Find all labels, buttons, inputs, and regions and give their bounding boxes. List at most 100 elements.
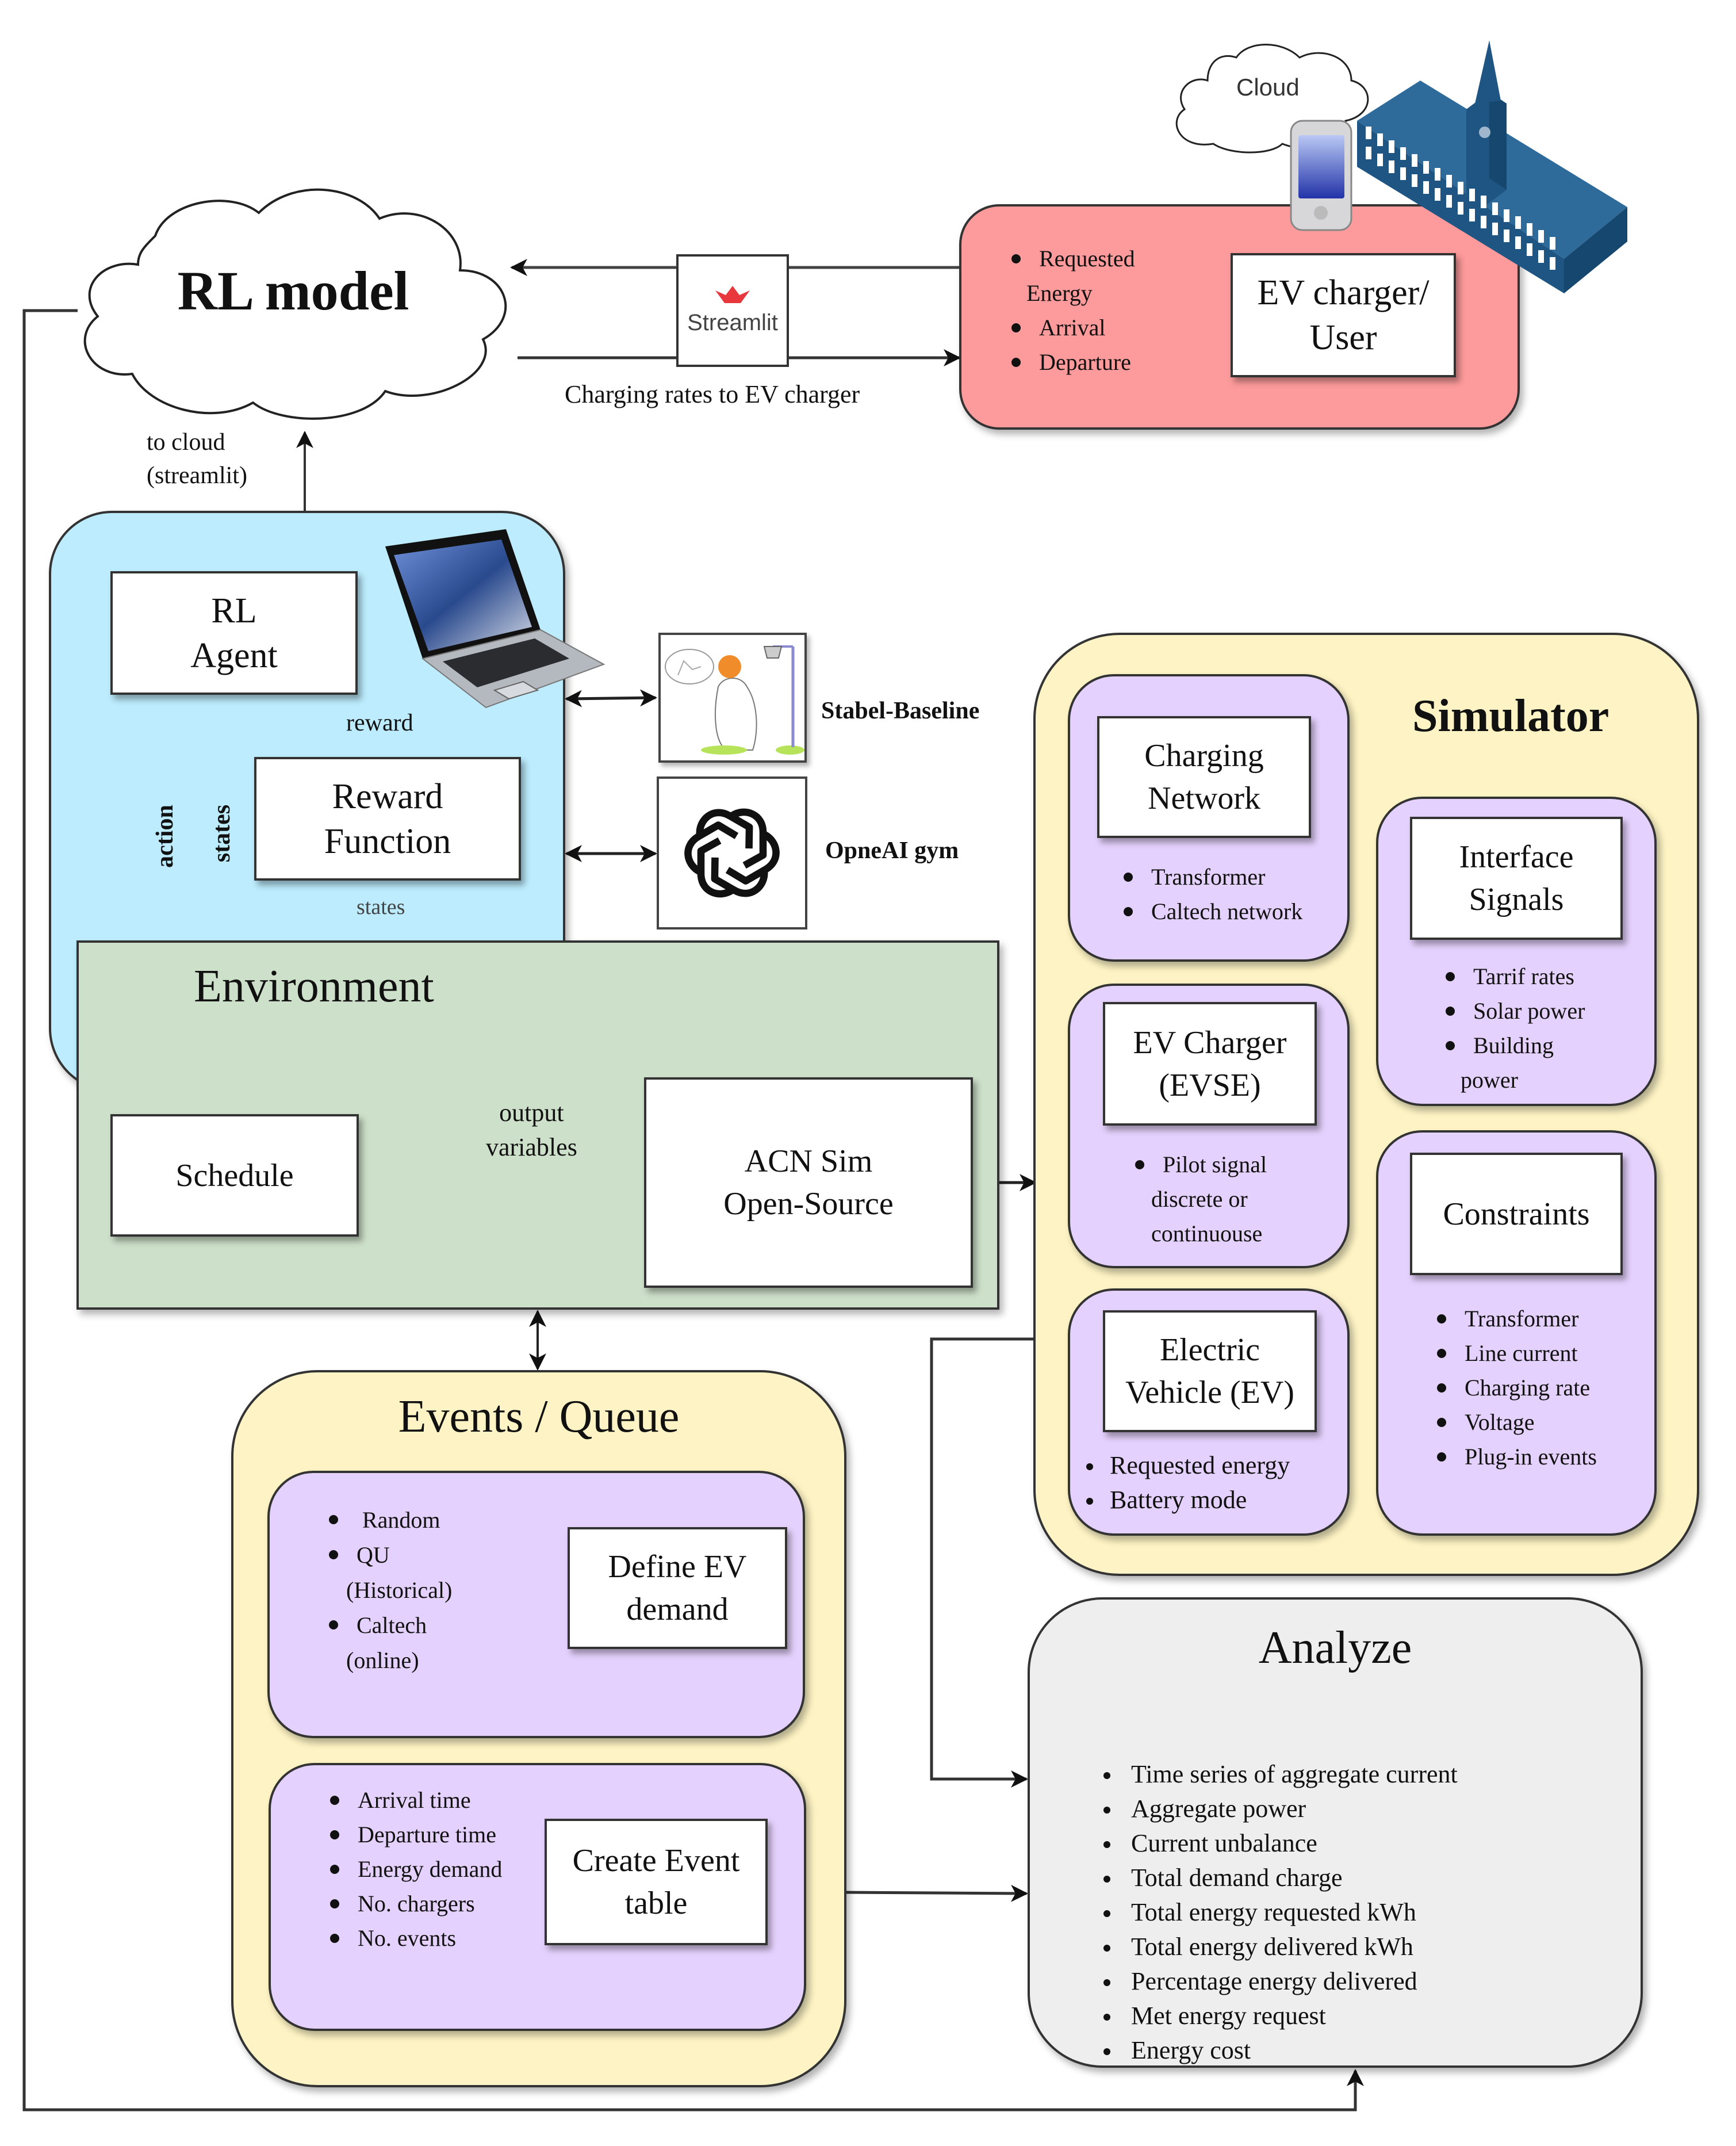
constraints-box[interactable]: Constraints (1410, 1153, 1623, 1275)
analyze-title: Analyze (1258, 1623, 1412, 1673)
bullet (329, 1620, 338, 1629)
user-input-departure: Departure (1039, 349, 1131, 375)
list-item: Total energy delivered kWh (1095, 1930, 1458, 1964)
user-input-item: Arrival (1003, 311, 1135, 345)
rl-agent-line1: RL (211, 591, 257, 630)
charging-network-box[interactable]: Charging Network (1097, 716, 1311, 838)
list-item: Transformer (1116, 860, 1302, 894)
simulator-to-analyze-line (930, 1337, 1033, 1788)
list-item: Random (322, 1502, 452, 1537)
streamlit-box[interactable]: Streamlit (676, 254, 789, 367)
ev-charger-user-box[interactable]: EV charger/ User (1231, 253, 1456, 377)
bullet (1011, 323, 1021, 332)
user-input-item: Energy (1003, 276, 1135, 311)
create-event-table-line1: Create Event (572, 1843, 740, 1879)
electric-vehicle-line2: Vehicle (EV) (1125, 1375, 1294, 1410)
openai-gym-image[interactable] (657, 776, 807, 929)
interface-signals-box[interactable]: Interface Signals (1410, 817, 1623, 940)
list-item-continuation: power (1461, 1067, 1518, 1093)
interface-signals-line1: Interface (1459, 839, 1574, 875)
simulator-title: Simulator (1412, 691, 1609, 741)
laptop-icon (385, 529, 606, 709)
to-cloud-line2: (streamlit) (147, 462, 247, 489)
list-item: Percentage energy delivered (1095, 1964, 1458, 1999)
define-ev-demand-line1: Define EV (608, 1549, 747, 1585)
action-label: action (151, 805, 178, 868)
list-item: Requested energy (1078, 1448, 1290, 1483)
list-item: Energy demand (322, 1852, 502, 1887)
list-item: No. events (322, 1921, 502, 1956)
source-caltech: Caltech (357, 1612, 427, 1638)
list-item: Aggregate power (1095, 1792, 1458, 1826)
user-input-requested: Requested (1039, 246, 1135, 271)
demand-sources-list: Random QU (Historical) Caltech (online) (322, 1502, 452, 1678)
list-item: Caltech (322, 1608, 452, 1643)
output-variables-line2: variables (486, 1133, 577, 1161)
list-item: Pilot signal (1127, 1147, 1267, 1182)
stable-baseline-mascot-icon (665, 645, 804, 755)
reward-label: reward (346, 710, 413, 736)
analyze-panel (1028, 1597, 1643, 2068)
events-to-analyze-arrow (845, 1884, 1028, 1902)
electric-vehicle-list: Requested energy Battery mode (1078, 1448, 1290, 1517)
list-item: Tarrif rates (1438, 959, 1585, 994)
list-item: Total energy requested kWh (1095, 1895, 1458, 1930)
charging-network-list: Transformer Caltech network (1116, 860, 1302, 929)
list-item: Departure time (322, 1818, 502, 1852)
stable-baseline-image[interactable] (658, 633, 807, 763)
states-label: states (209, 804, 236, 863)
user-inputs-list: Requested Energy Arrival Departure (1003, 242, 1135, 380)
openai-gym-label: OpneAI gym (825, 837, 959, 864)
stable-baseline-arrow (565, 689, 657, 707)
user-input-item: Requested (1003, 242, 1135, 276)
openai-logo-icon (680, 801, 784, 905)
to-cloud-line1: to cloud (147, 429, 225, 456)
interface-signals-line2: Signals (1469, 882, 1564, 917)
bullet (1011, 358, 1021, 367)
reward-function-line2: Function (324, 821, 451, 861)
bullet (329, 1550, 338, 1559)
ev-charger-user-line2: User (1309, 318, 1377, 357)
charging-network-line1: Charging (1144, 738, 1264, 774)
constraints-list: Transformer Line current Charging rate V… (1429, 1302, 1597, 1474)
list-item: Met energy request (1095, 1999, 1458, 2033)
list-item: Battery mode (1078, 1483, 1290, 1517)
rl-agent-box[interactable]: RL Agent (110, 571, 358, 695)
list-item-continuation: (Historical) (346, 1577, 453, 1603)
analyze-metrics-list: Time series of aggregate current Aggrega… (1095, 1757, 1458, 2068)
ev-charger-line2: (EVSE) (1159, 1067, 1261, 1103)
output-variables-line1: output (499, 1099, 564, 1127)
create-event-table-box[interactable]: Create Event table (545, 1819, 768, 1945)
list-item: Arrival time (322, 1783, 502, 1818)
stable-baseline-label: Stabel-Baseline (821, 698, 980, 724)
states-bottom-label: states (357, 895, 405, 919)
source-qu: QU (357, 1542, 390, 1568)
acn-sim-box[interactable]: ACN Sim Open-Source (644, 1077, 973, 1288)
charging-rates-label: Charging rates to EV charger (565, 380, 860, 408)
streamlit-crown-icon (715, 285, 750, 303)
list-item-continuation: discrete or (1151, 1186, 1248, 1212)
ev-charger-list: Pilot signal discrete or continuouse (1127, 1147, 1267, 1251)
list-item: Solar power (1438, 994, 1585, 1028)
list-item: Building (1438, 1028, 1585, 1063)
list-item: Plug-in events (1429, 1440, 1597, 1474)
streamlit-label: Streamlit (687, 309, 778, 335)
electric-vehicle-box[interactable]: Electric Vehicle (EV) (1103, 1310, 1317, 1432)
source-random: Random (362, 1507, 440, 1533)
acn-sim-line2: Open-Source (723, 1186, 894, 1222)
define-ev-demand-box[interactable]: Define EV demand (568, 1527, 787, 1649)
event-fields-list: Arrival time Departure time Energy deman… (322, 1783, 502, 1956)
electric-vehicle-line1: Electric (1159, 1332, 1260, 1368)
schedule-box[interactable]: Schedule (110, 1114, 359, 1237)
ev-charger-evse-box[interactable]: EV Charger (EVSE) (1103, 1002, 1317, 1126)
charging-network-line2: Network (1148, 781, 1260, 816)
reward-function-box[interactable]: Reward Function (254, 757, 521, 881)
list-item: Energy cost (1095, 2033, 1458, 2068)
list-item-continuation: (online) (346, 1647, 419, 1673)
list-item: Caltech network (1116, 894, 1302, 929)
list-item: Voltage (1429, 1405, 1597, 1440)
list-item: QU (322, 1537, 452, 1573)
ev-charger-user-line1: EV charger/ (1257, 273, 1430, 312)
list-item: Transformer (1429, 1302, 1597, 1336)
ev-charger-line1: EV Charger (1133, 1024, 1287, 1061)
